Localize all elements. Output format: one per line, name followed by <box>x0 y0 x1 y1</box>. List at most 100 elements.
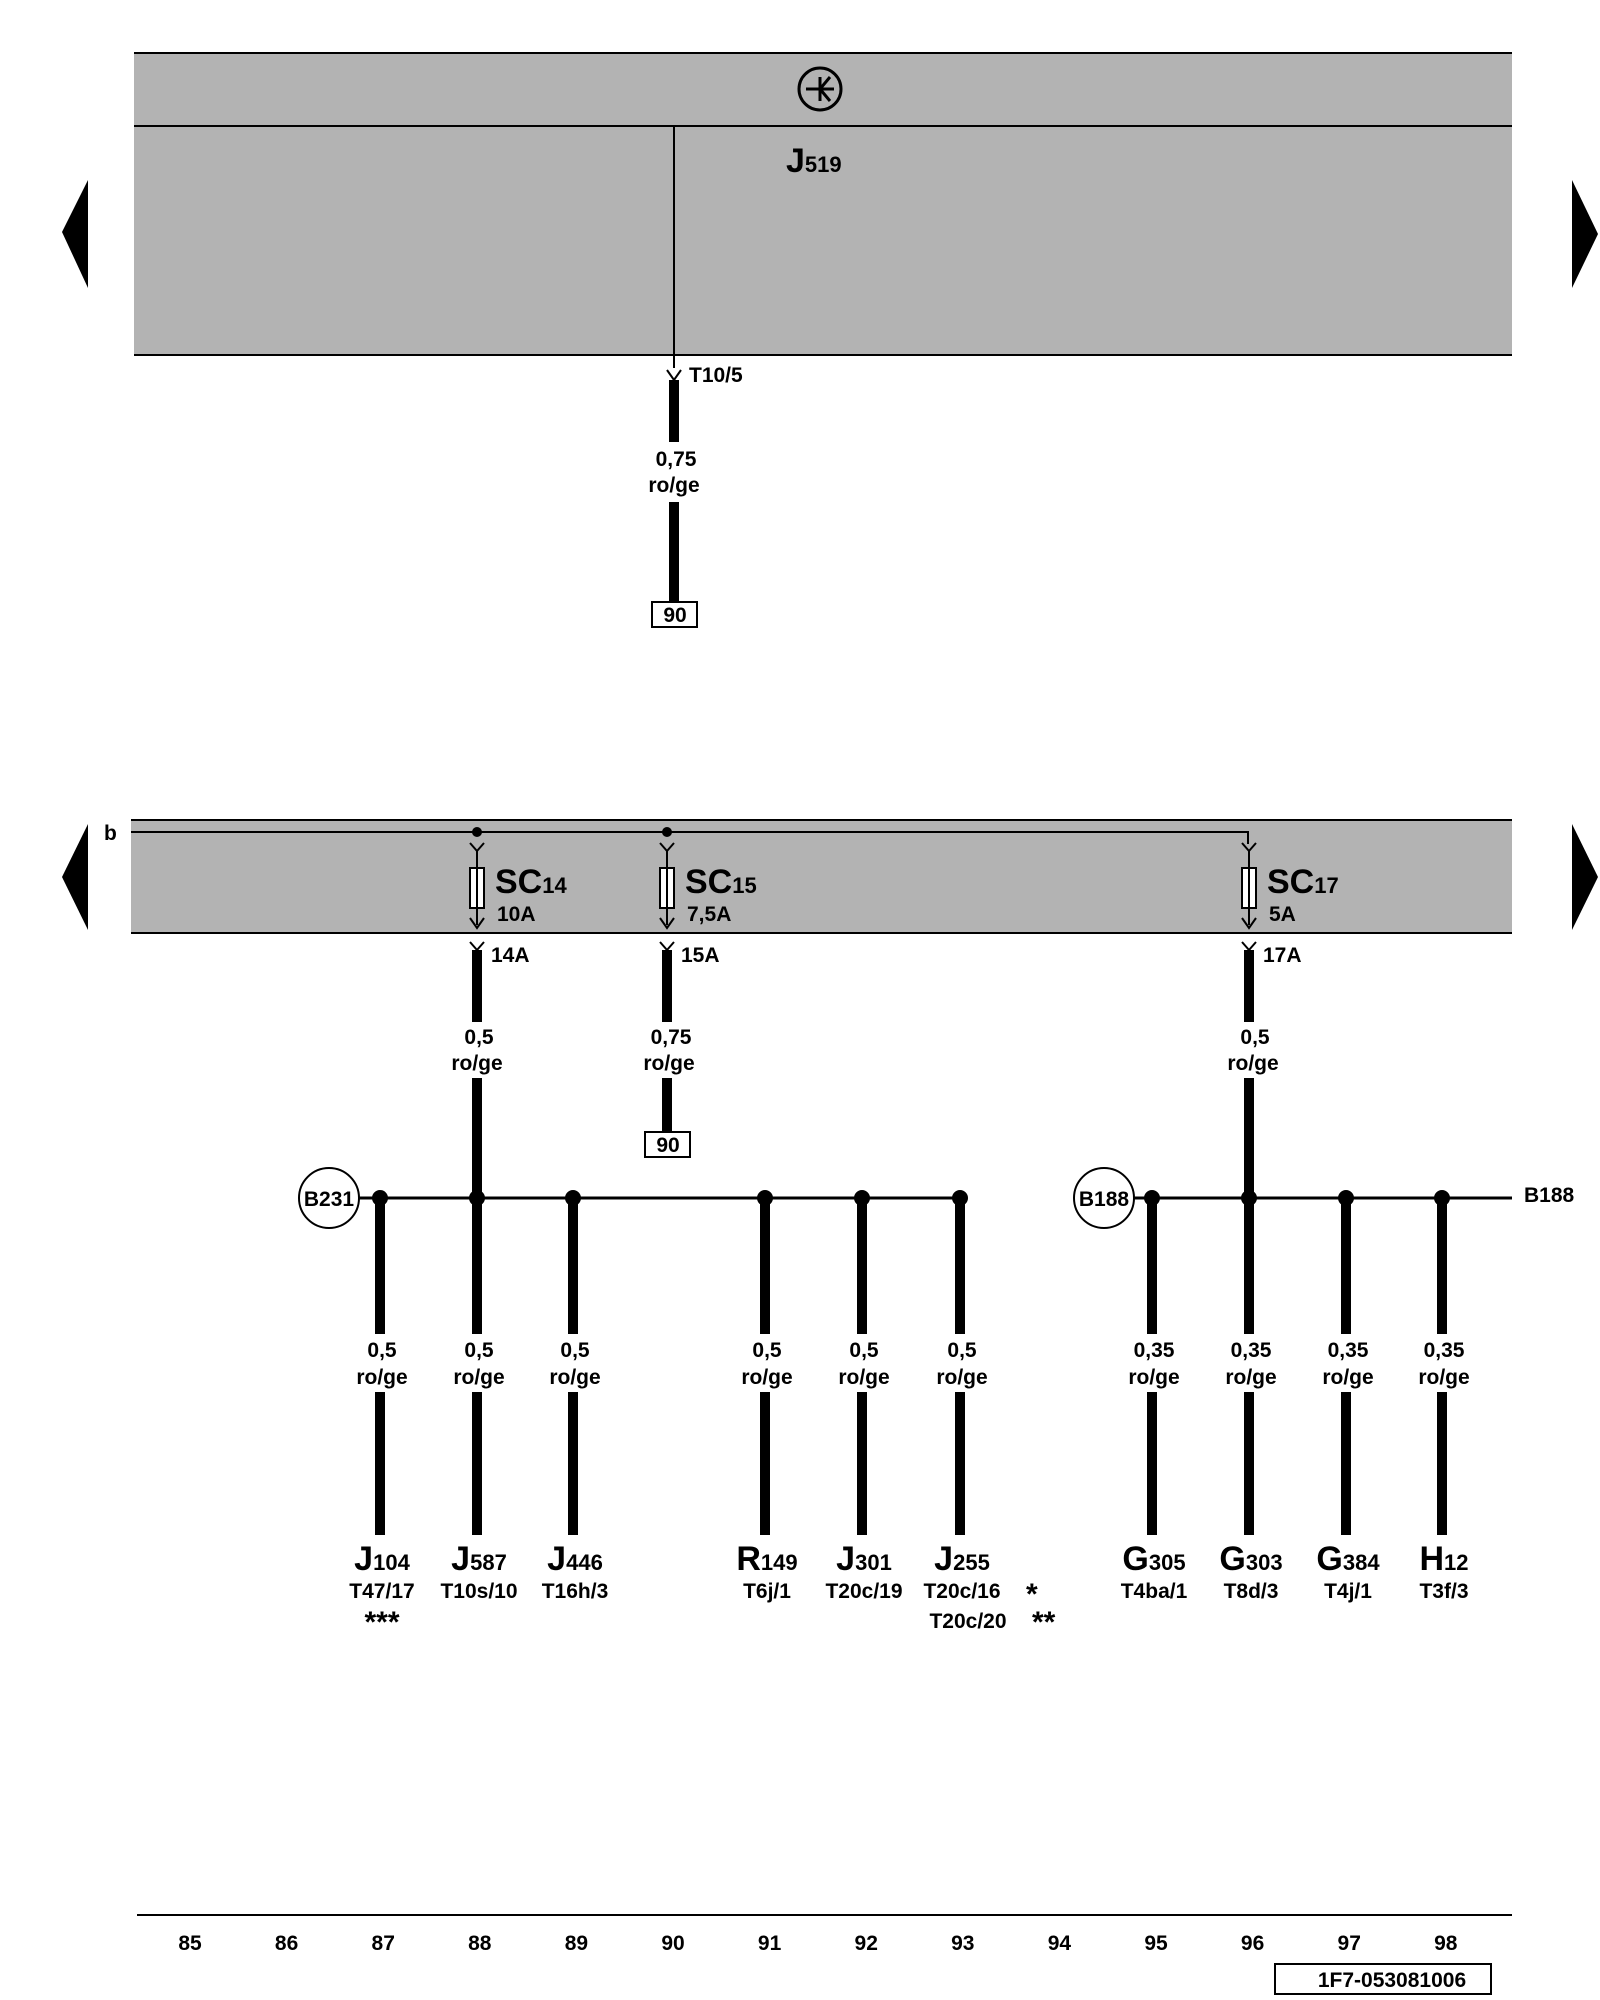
next-page-arrow-icon[interactable] <box>1572 180 1598 288</box>
sc15-ref-box-label: 90 <box>656 1134 679 1157</box>
component-name: J301 <box>836 1540 892 1578</box>
ruler-number: 90 <box>661 1932 684 1955</box>
ruler-number: 85 <box>178 1932 202 1955</box>
ruler-number: 91 <box>758 1932 782 1955</box>
component-name: J587 <box>451 1540 507 1578</box>
top-module-panel <box>134 53 1512 355</box>
wire-color: ro/ge <box>838 1366 889 1389</box>
component-name: J446 <box>547 1540 603 1578</box>
component-pin: T6j/1 <box>743 1580 791 1603</box>
component-pin: T20c/16 <box>923 1580 1000 1603</box>
ruler-number: 98 <box>1434 1932 1458 1955</box>
ruler-number: 92 <box>855 1932 878 1955</box>
branch-wires: 0,5ro/geJ104T47/17***0,5ro/geJ587T10s/10… <box>349 1190 1470 1639</box>
fuse-module-panel <box>131 820 1512 933</box>
svg-text:B231: B231 <box>304 1188 355 1211</box>
wire-gauge: 0,35 <box>1424 1339 1465 1362</box>
wire-color: ro/ge <box>453 1366 504 1389</box>
wire-gauge: 0,35 <box>1328 1339 1369 1362</box>
component-pin: T10s/10 <box>440 1580 517 1603</box>
fuse-name: SC15 <box>685 863 757 901</box>
fuse-rating: 5A <box>1269 903 1296 926</box>
ruler-number: 95 <box>1144 1932 1168 1955</box>
fuse-rating: 10A <box>497 903 536 926</box>
fuse-pin: 17A <box>1263 944 1302 967</box>
doc-id: 1F7-053081006 <box>1318 1969 1466 1992</box>
component-name: H12 <box>1419 1540 1468 1578</box>
footnote-mark: ** <box>1032 1606 1056 1639</box>
component-pin: T4j/1 <box>1324 1580 1372 1603</box>
wire-color: ro/ge <box>741 1366 792 1389</box>
wire-gauge: 0,5 <box>849 1339 879 1362</box>
svg-text:B188: B188 <box>1079 1188 1130 1211</box>
splice-b231: B231 <box>298 1167 360 1229</box>
ruler-number: 86 <box>275 1932 298 1955</box>
wire-color: ro/ge <box>549 1366 600 1389</box>
ruler-number: 88 <box>468 1932 492 1955</box>
wire-color: ro/ge <box>1418 1366 1469 1389</box>
ruler-number: 89 <box>565 1932 588 1955</box>
component-pin: T4ba/1 <box>1121 1580 1188 1603</box>
module-name-j519: J519 <box>786 142 842 180</box>
footnote-mark: *** <box>364 1606 399 1639</box>
fuse-rating: 7,5A <box>687 903 731 926</box>
component-name: R149 <box>736 1540 797 1578</box>
wire-gauge: 0,5 <box>752 1339 782 1362</box>
wire-color: ro/ge <box>1128 1366 1179 1389</box>
wire-color: ro/ge <box>936 1366 987 1389</box>
ruler-number: 96 <box>1241 1932 1264 1955</box>
top-module: J519 T10/5 0,75 ro/ge 90 <box>134 52 1512 628</box>
wire-gauge: 0,5 <box>367 1339 397 1362</box>
component-pin: T3f/3 <box>1419 1580 1468 1603</box>
bus-label: b <box>104 822 117 845</box>
next-page-arrow-icon-lower[interactable] <box>1572 824 1598 930</box>
sc17-wire-gauge: 0,5 <box>1240 1026 1270 1049</box>
connector-icon <box>666 369 682 382</box>
wire-color: ro/ge <box>1225 1366 1276 1389</box>
component-name: G384 <box>1316 1540 1380 1578</box>
sc14-wire-color: ro/ge <box>451 1052 502 1075</box>
component-name: J104 <box>354 1540 410 1578</box>
prev-page-arrow-icon-lower[interactable] <box>62 824 88 930</box>
ruler-number: 97 <box>1338 1932 1361 1955</box>
doc-id-box <box>1274 1963 1492 1995</box>
ref-box-label: 90 <box>663 604 686 627</box>
wire-gauge: 0,5 <box>464 1339 494 1362</box>
fuse-pin: 15A <box>681 944 720 967</box>
wire-color: ro/ge <box>356 1366 407 1389</box>
splice-b188: B188 <box>1073 1167 1135 1229</box>
sc15-wire-gauge: 0,75 <box>651 1026 692 1049</box>
component-pin: T16h/3 <box>542 1580 609 1603</box>
fuse-pin: 14A <box>491 944 530 967</box>
fuse-name: SC17 <box>1267 863 1339 901</box>
ruler-number: 94 <box>1048 1932 1072 1955</box>
component-pin: T8d/3 <box>1224 1580 1279 1603</box>
wire-gauge: 0,75 <box>656 448 697 471</box>
component-pin-alt: T20c/20 <box>929 1610 1006 1633</box>
component-name: G305 <box>1122 1540 1185 1578</box>
wire-gauge: 0,35 <box>1231 1339 1272 1362</box>
ref-box <box>651 601 698 628</box>
footnote-mark: * <box>1026 1578 1038 1611</box>
prev-page-arrow-icon[interactable] <box>62 180 88 288</box>
wire-gauge: 0,35 <box>1134 1339 1175 1362</box>
diagnosis-symbol-icon <box>797 66 843 112</box>
wire-color: ro/ge <box>648 474 699 497</box>
component-pin: T20c/19 <box>825 1580 902 1603</box>
b188-continuation-label: B188 <box>1524 1184 1575 1207</box>
ruler-number: 87 <box>372 1932 395 1955</box>
